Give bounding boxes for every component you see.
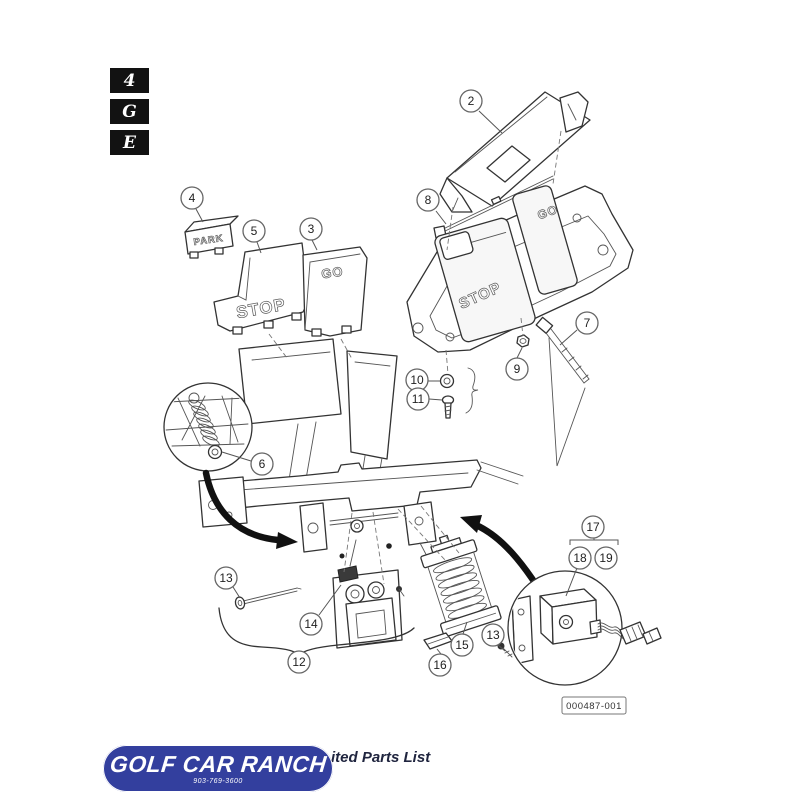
callout-13-left: 13	[214, 566, 238, 590]
callout-13-right: 13	[481, 623, 505, 647]
callout-12: 12	[287, 650, 311, 674]
svg-text:13: 13	[486, 628, 500, 642]
svg-text:13: 13	[219, 571, 233, 585]
callout-16: 16	[428, 653, 452, 677]
callout-8: 8	[416, 188, 440, 212]
detail-arrow-left	[202, 469, 298, 549]
callout-14: 14	[299, 612, 323, 636]
callout-15: 15	[450, 633, 474, 657]
leader-lines	[195, 110, 619, 655]
svg-text:11: 11	[412, 392, 425, 406]
part-number-box: 000487-001	[561, 696, 627, 715]
spring-inset	[163, 382, 253, 472]
part-heel-mat	[439, 91, 591, 213]
callout-9: 9	[505, 357, 529, 381]
svg-text:6: 6	[259, 457, 266, 471]
callout-18: 18	[568, 546, 592, 570]
section-tab-4: 4	[110, 68, 149, 93]
part-go-pedal: GO	[512, 185, 578, 295]
callout-10: 10	[405, 368, 429, 392]
part-switch-assembly	[332, 565, 405, 649]
part-resistor-coil	[420, 534, 502, 638]
go-pedal-label: GO	[536, 202, 560, 222]
svg-text:7: 7	[584, 316, 591, 330]
part-stop-pad: STOP	[213, 242, 310, 335]
callout-17: 17	[581, 515, 605, 539]
section-tabs: 4 G E	[110, 68, 149, 155]
part-nut	[516, 334, 530, 348]
parts-list-caption: ited Parts List	[331, 749, 431, 766]
part-wire-harness	[597, 621, 662, 645]
part-park-pad: PARK	[184, 215, 239, 259]
callout-2: 2	[459, 89, 483, 113]
callout-5: 5	[242, 219, 266, 243]
part-go-pad: GO	[302, 246, 368, 337]
stop-pad-label: STOP	[235, 295, 288, 322]
callout-3: 3	[299, 217, 323, 241]
logo-phone: 903-769-3600	[193, 777, 243, 785]
svg-text:9: 9	[514, 362, 521, 376]
svg-text:8: 8	[425, 193, 432, 207]
part-spring	[188, 392, 223, 460]
construction-lines	[268, 130, 562, 585]
logo-text: GOLF CAR RANCH	[108, 750, 328, 777]
svg-text:3: 3	[308, 222, 315, 236]
svg-text:19: 19	[599, 551, 613, 565]
svg-text:15: 15	[455, 638, 469, 652]
svg-text:16: 16	[433, 658, 447, 672]
section-tab-e: E	[110, 130, 149, 155]
callout-4: 4	[180, 186, 204, 210]
svg-text:2: 2	[468, 94, 475, 108]
svg-text:10: 10	[410, 373, 424, 387]
part-clip	[423, 632, 453, 650]
part-rod	[433, 175, 554, 239]
svg-text:12: 12	[292, 655, 306, 669]
callout-11: 11	[406, 387, 430, 411]
svg-text:18: 18	[573, 551, 587, 565]
frame-assembly	[198, 338, 524, 567]
part-pin	[234, 587, 302, 610]
callout-19: 19	[594, 546, 618, 570]
callout-7: 7	[575, 311, 599, 335]
part-stop-pedal: STOP	[434, 217, 536, 343]
svg-text:14: 14	[304, 617, 318, 631]
part-washer	[439, 373, 455, 389]
golf-car-ranch-logo: GOLF CAR RANCH 903-769-3600	[103, 745, 333, 792]
svg-text:4: 4	[189, 191, 196, 205]
section-tab-g: G	[110, 99, 149, 124]
part-screw	[441, 367, 479, 419]
svg-text:5: 5	[251, 224, 258, 238]
part-number: 000487-001	[566, 701, 622, 712]
part-bolt	[535, 316, 590, 467]
go-pad-label: GO	[320, 264, 344, 282]
callout-6: 6	[250, 452, 274, 476]
park-pad-label: PARK	[193, 233, 224, 248]
svg-text:17: 17	[586, 520, 600, 534]
callouts: 2 3 4 5 6 7 8 9 10 11 12 13 13 14 15 16 …	[180, 89, 618, 677]
switch-inset	[497, 570, 662, 686]
